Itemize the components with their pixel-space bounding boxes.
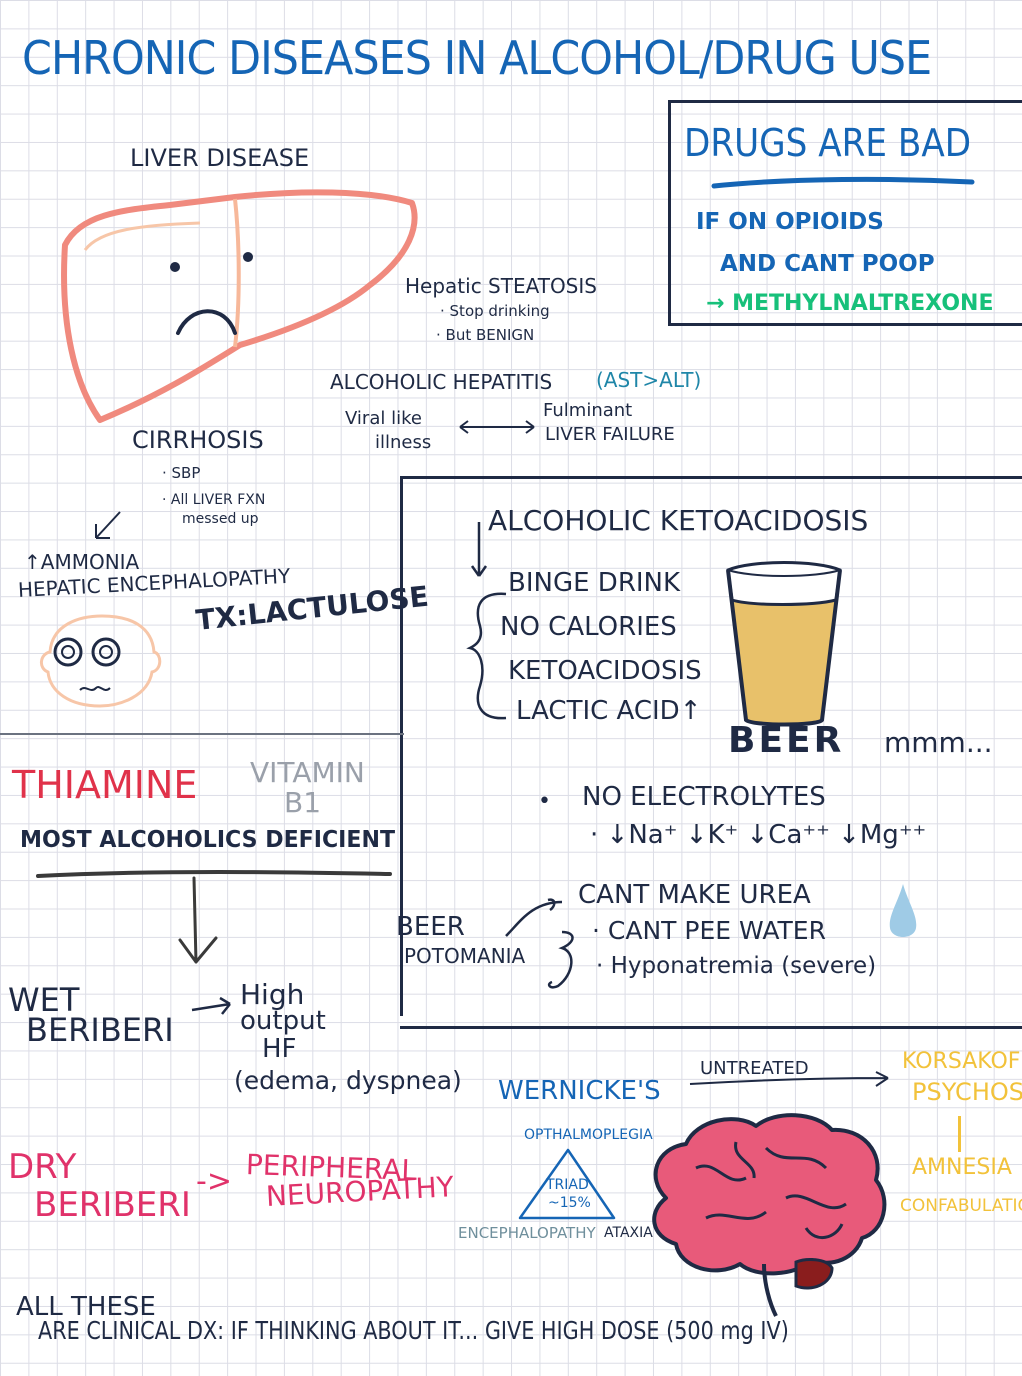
electrolytes-title: NO ELECTROLYTES	[582, 782, 826, 812]
cirrhosis-point-2: · All LIVER FXN	[162, 492, 266, 508]
keto-item-1: BINGE DRINK	[508, 568, 681, 598]
liver-outline	[61, 189, 418, 423]
vitamin-label-1: VITAMIN	[250, 756, 365, 789]
liver-eye-left	[170, 262, 180, 272]
triad-label-1: TRIAD	[546, 1177, 589, 1193]
hepatitis-lab: (AST>ALT)	[596, 368, 702, 392]
ketoacidosis-title: ALCOHOLIC KETOACIDOSIS	[488, 504, 869, 537]
potomania-item-3: · Hyponatremia (severe)	[596, 953, 877, 979]
hepatitis-title: ALCOHOLIC HEPATITIS	[330, 370, 553, 394]
dry-beriberi-2: BERIBERI	[34, 1185, 191, 1225]
hepatitis-left-1: Viral like	[345, 408, 422, 429]
steatosis-point-1: · Stop drinking	[440, 302, 550, 320]
beer-label: BEER	[728, 720, 845, 761]
arrow-right-icon	[191, 996, 231, 1015]
ammonia-label: ↑AMMONIA	[24, 550, 140, 574]
keto-item-4: LACTIC ACID↑	[516, 696, 702, 726]
divider-bottom-right	[400, 1026, 1022, 1029]
hepatitis-left-2: illness	[375, 432, 432, 453]
hepatitis-right-1: Fulminant	[543, 400, 633, 421]
dry-result-2: NEUROPATHY	[265, 1170, 455, 1213]
ketoacidosis-bracket	[466, 592, 507, 720]
arrow-down-large-icon	[178, 876, 218, 964]
cirrhosis-point-3: messed up	[182, 511, 259, 527]
liver-drawing	[61, 189, 418, 423]
liver-inner-shade	[83, 221, 201, 251]
cirrhosis-point-1: · SBP	[162, 464, 201, 482]
thiamine-title: THIAMINE	[12, 763, 198, 807]
triad-left-label: ENCEPHALOPATHY	[458, 1224, 596, 1242]
untreated-arrow-icon	[689, 1071, 889, 1087]
wernicke-title: WERNICKE'S	[498, 1076, 661, 1106]
drugs-box-underline	[711, 176, 975, 189]
brain-icon	[652, 1113, 887, 1317]
potomania-item-2: · CANT PEE WATER	[592, 916, 826, 945]
wet-beriberi-2: BERIBERI	[26, 1011, 174, 1049]
thiamine-underline	[36, 870, 392, 878]
korsakoff-connector	[958, 1116, 961, 1152]
korsakoff-label-2: PSYCHOSIS	[912, 1078, 1022, 1106]
dizzy-face-icon	[40, 614, 162, 708]
drugs-box-line-2: AND CANT POOP	[720, 251, 935, 277]
beer-glass-icon	[726, 561, 842, 727]
liver-lobe-line	[233, 198, 241, 348]
wet-result-1: High	[240, 978, 305, 1011]
wet-beriberi-1: WET	[8, 981, 80, 1019]
triad-right-label: ATAXIA	[604, 1225, 653, 1241]
confabulation-label: CONFABULATION	[900, 1196, 1022, 1216]
divider-top-right	[400, 476, 1022, 479]
water-drop-icon	[889, 884, 917, 937]
liver-heading: LIVER DISEASE	[130, 144, 310, 172]
divider-left-horizontal	[0, 733, 404, 735]
potomania-bracket	[505, 898, 574, 989]
drugs-box-line-3: → METHYLNALTREXONE	[706, 291, 994, 316]
thiamine-subtitle: MOST ALCOHOLICS DEFICIENT	[20, 827, 396, 853]
triad-label-2: ~15%	[548, 1195, 591, 1211]
liver-frown	[176, 309, 237, 335]
double-arrow-icon	[459, 420, 535, 434]
vitamin-label-2: B1	[284, 786, 322, 819]
dry-beriberi-1: DRY	[8, 1147, 77, 1187]
steatosis-title: Hepatic STEATOSIS	[405, 274, 597, 298]
arrow-down-left-icon	[95, 511, 121, 539]
drugs-box-title: DRUGS ARE BAD	[684, 121, 972, 165]
triad-top-label: OPTHALMOPLEGIA	[524, 1127, 653, 1143]
korsakoff-label-1: KORSAKOFFS	[902, 1049, 1022, 1074]
wet-result-3: HF	[262, 1034, 297, 1064]
liver-eye-right	[243, 252, 253, 262]
footer-line-2: ARE CLINICAL DX: IF THINKING ABOUT IT...…	[38, 1316, 789, 1345]
electrolytes-values: · ↓Na⁺ ↓K⁺ ↓Ca⁺⁺ ↓Mg⁺⁺	[590, 820, 927, 850]
potomania-item-1: CANT MAKE UREA	[578, 880, 811, 910]
cirrhosis-title: CIRRHOSIS	[132, 426, 264, 454]
divider-vertical-center	[400, 476, 403, 1016]
hepatitis-right-2: LIVER FAILURE	[545, 424, 675, 445]
footer-line-1: ALL THESE	[16, 1292, 156, 1322]
arrow-down-icon	[470, 522, 488, 577]
potomania-label-1: BEER	[396, 912, 465, 942]
wet-result-4: (edema, dyspnea)	[234, 1066, 462, 1095]
amnesia-label: AMNESIA	[912, 1155, 1012, 1180]
page-title: CHRONIC DISEASES IN ALCOHOL/DRUG USE	[22, 31, 932, 85]
mmm-label: mmm...	[884, 726, 993, 759]
potomania-label-2: POTOMANIA	[404, 944, 526, 968]
wet-result-2: output	[240, 1006, 326, 1036]
dry-arrow: ->	[196, 1164, 232, 1199]
keto-item-3: KETOACIDOSIS	[508, 656, 702, 686]
triad-triangle	[518, 1148, 616, 1220]
bullet-dot: •	[538, 789, 551, 814]
drugs-box-line-1: IF ON OPIOIDS	[696, 209, 884, 235]
steatosis-point-2: · But BENIGN	[436, 326, 535, 344]
keto-item-2: NO CALORIES	[500, 612, 677, 642]
drugs-box	[668, 100, 1022, 326]
untreated-label: UNTREATED	[700, 1058, 809, 1079]
